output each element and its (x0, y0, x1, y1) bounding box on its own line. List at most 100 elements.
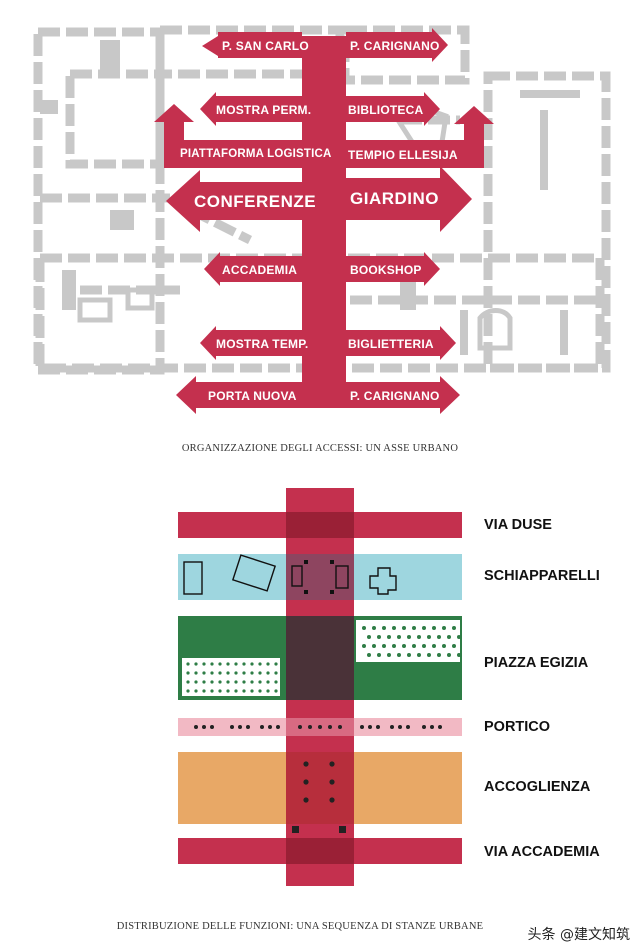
pattern-dot (186, 680, 190, 684)
arrow-mostra-perm (200, 92, 302, 126)
pattern-dot (372, 626, 376, 630)
portico-column-dot (430, 725, 434, 729)
pattern-dot (194, 671, 198, 675)
pattern-dot (202, 671, 206, 675)
label-portico: PORTICO (484, 719, 551, 735)
portico-column-dot (276, 725, 280, 729)
portico-column-dot (406, 725, 410, 729)
pattern-dot (202, 662, 206, 666)
watermark: 头条 @建文知筑 (527, 927, 630, 943)
pattern-dot (242, 671, 246, 675)
label-porta-nuova: PORTA NUOVA (208, 389, 297, 403)
pattern-dot (194, 689, 198, 693)
pattern-dot (382, 626, 386, 630)
dot-pattern-right (362, 626, 461, 657)
pattern-dot (412, 644, 416, 648)
axis-spine (302, 36, 346, 408)
pattern-dot (362, 644, 366, 648)
pattern-dot (226, 671, 230, 675)
portico-column-dot (268, 725, 272, 729)
pattern-dot (382, 644, 386, 648)
pattern-dot (210, 689, 214, 693)
label-p-san-carlo: P. SAN CARLO (222, 39, 309, 53)
arrow-biblioteca (346, 92, 440, 126)
pattern-dot (194, 662, 198, 666)
portico-column-dot (422, 725, 426, 729)
pattern-dot (234, 689, 238, 693)
intersection-via-accademia (286, 838, 354, 864)
pattern-dot (427, 653, 431, 657)
pattern-dot (210, 671, 214, 675)
pattern-dot (422, 626, 426, 630)
pattern-dot (362, 626, 366, 630)
portico-column-dot (246, 725, 250, 729)
pattern-dot (452, 626, 456, 630)
pattern-dot (202, 680, 206, 684)
arrow-p-carignano-bottom (346, 376, 460, 414)
dot-panel-left (182, 658, 280, 696)
portico-columns (194, 725, 442, 729)
arrow-bookshop (346, 252, 440, 286)
pattern-dot (210, 680, 214, 684)
arrow-p-carignano-top (346, 28, 448, 62)
pattern-dot (218, 662, 222, 666)
bottom-caption: DISTRIBUZIONE DELLE FUNZIONI: UNA SEQUEN… (116, 921, 484, 932)
pattern-dot (432, 644, 436, 648)
label-via-accademia: VIA ACCADEMIA (484, 844, 600, 860)
label-mostra-perm: MOSTRA PERM. (216, 103, 312, 117)
portico-column-dot (298, 725, 302, 729)
portico-column-dot (376, 725, 380, 729)
arrow-up-left (154, 104, 194, 168)
pattern-dot (234, 680, 238, 684)
label-bookshop: BOOKSHOP (350, 263, 422, 277)
label-tempio-ellesija: TEMPIO ELLESIJA (348, 148, 458, 162)
label-giardino: GIARDINO (350, 189, 439, 208)
label-p-carignano-top: P. CARIGNANO (350, 39, 440, 53)
pattern-dot (258, 671, 262, 675)
portico-column-dot (238, 725, 242, 729)
portico-column-dot (328, 725, 332, 729)
pattern-dot (392, 626, 396, 630)
pattern-dot (442, 626, 446, 630)
accoglienza-pillars (292, 761, 346, 833)
portico-column-dot (210, 725, 214, 729)
label-biblioteca: BIBLIOTECA (348, 103, 424, 117)
pattern-dot (186, 689, 190, 693)
pattern-dot (274, 662, 278, 666)
pattern-dot (402, 644, 406, 648)
arrow-porta-nuova (176, 376, 302, 414)
pattern-dot (258, 662, 262, 666)
label-accademia: ACCADEMIA (222, 263, 298, 277)
pattern-dot (218, 671, 222, 675)
pattern-dot (186, 671, 190, 675)
pattern-dot (266, 680, 270, 684)
pattern-dot (367, 653, 371, 657)
arrow-conferenze (166, 170, 302, 232)
pattern-dot (397, 635, 401, 639)
pattern-dot (218, 680, 222, 684)
pattern-dot (412, 626, 416, 630)
intersection-schiapparelli (286, 554, 354, 600)
label-piattaforma-logistica: PIATTAFORMA LOGISTICA (180, 148, 332, 160)
pattern-dot (417, 653, 421, 657)
floor-plan-diagram (33, 25, 611, 414)
pattern-dot (266, 671, 270, 675)
dot-pattern-left (186, 662, 278, 693)
arrow-tempio-ellesija (346, 140, 484, 168)
pattern-dot (452, 644, 456, 648)
pattern-dot (447, 653, 451, 657)
portico-column-dot (390, 725, 394, 729)
pattern-dot (226, 680, 230, 684)
portico-column-dot (230, 725, 234, 729)
label-accoglienza: ACCOGLIENZA (484, 779, 591, 795)
pattern-dot (402, 626, 406, 630)
pattern-dot (457, 653, 461, 657)
pattern-dot (367, 635, 371, 639)
portico-column-dot (202, 725, 206, 729)
pattern-dot (274, 689, 278, 693)
intersection-via-duse (286, 512, 354, 538)
pattern-dot (437, 653, 441, 657)
portico-column-dot (194, 725, 198, 729)
pattern-dot (186, 662, 190, 666)
label-mostra-temp: MOSTRA TEMP. (216, 337, 309, 351)
